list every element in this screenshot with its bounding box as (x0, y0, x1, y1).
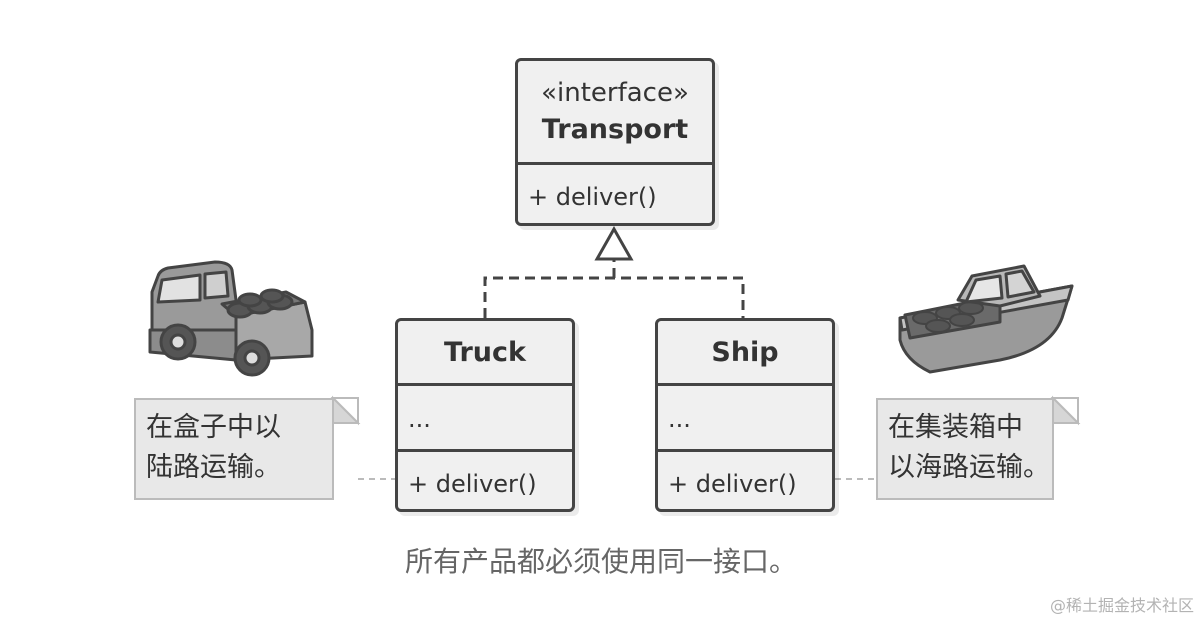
interface-methods: + deliver() (518, 162, 712, 223)
class-truck-box: Truck ... + deliver() (395, 318, 575, 512)
truck-class-name: Truck (444, 336, 526, 368)
truck-methods: + deliver() (398, 449, 572, 509)
truck-method: + deliver() (408, 469, 537, 498)
ship-methods: + deliver() (658, 449, 832, 509)
interface-header: «interface» Transport (518, 61, 712, 162)
truck-note: 在盒子中以 陆路运输。 (134, 398, 334, 500)
truck-fields-text: ... (408, 405, 431, 433)
truck-fields: ... (398, 383, 572, 452)
ship-method: + deliver() (668, 469, 797, 498)
ship-note-line-1: 在集装箱中 (888, 412, 1023, 443)
ship-fields-text: ... (668, 405, 691, 433)
ship-class-name: Ship (711, 336, 779, 368)
truck-note-line-2: 陆路运输。 (146, 452, 281, 483)
interface-stereotype: «interface» (541, 78, 689, 108)
diagram-caption: 所有产品都必须使用同一接口。 (404, 545, 797, 578)
interface-transport-box: «interface» Transport + deliver() (515, 58, 715, 226)
ship-note-line-2: 以海路运输。 (888, 452, 1050, 483)
truck-header: Truck (398, 321, 572, 383)
interface-method: + deliver() (528, 183, 657, 211)
ship-header: Ship (658, 321, 832, 383)
truck-note-line-1: 在盒子中以 (146, 412, 281, 443)
boat-icon (898, 264, 1074, 374)
interface-name: Transport (541, 114, 689, 145)
class-ship-box: Ship ... + deliver() (655, 318, 835, 512)
watermark: @稀土掘金技术社区 (1049, 596, 1194, 615)
realization-connector (483, 260, 745, 318)
ship-note: 在集装箱中 以海路运输。 (876, 398, 1054, 500)
realization-arrowhead (594, 225, 634, 261)
truck-icon (148, 260, 314, 377)
ship-fields: ... (658, 383, 832, 452)
